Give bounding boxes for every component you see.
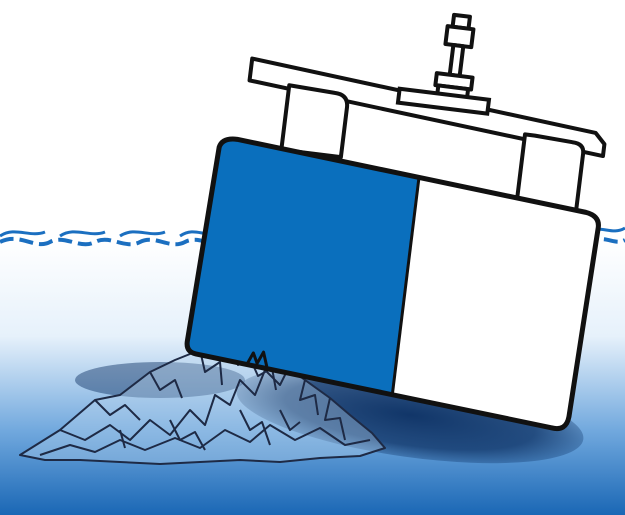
ship-support-left — [281, 85, 348, 157]
ship-icon — [182, 0, 622, 431]
ship-mast — [434, 14, 480, 104]
